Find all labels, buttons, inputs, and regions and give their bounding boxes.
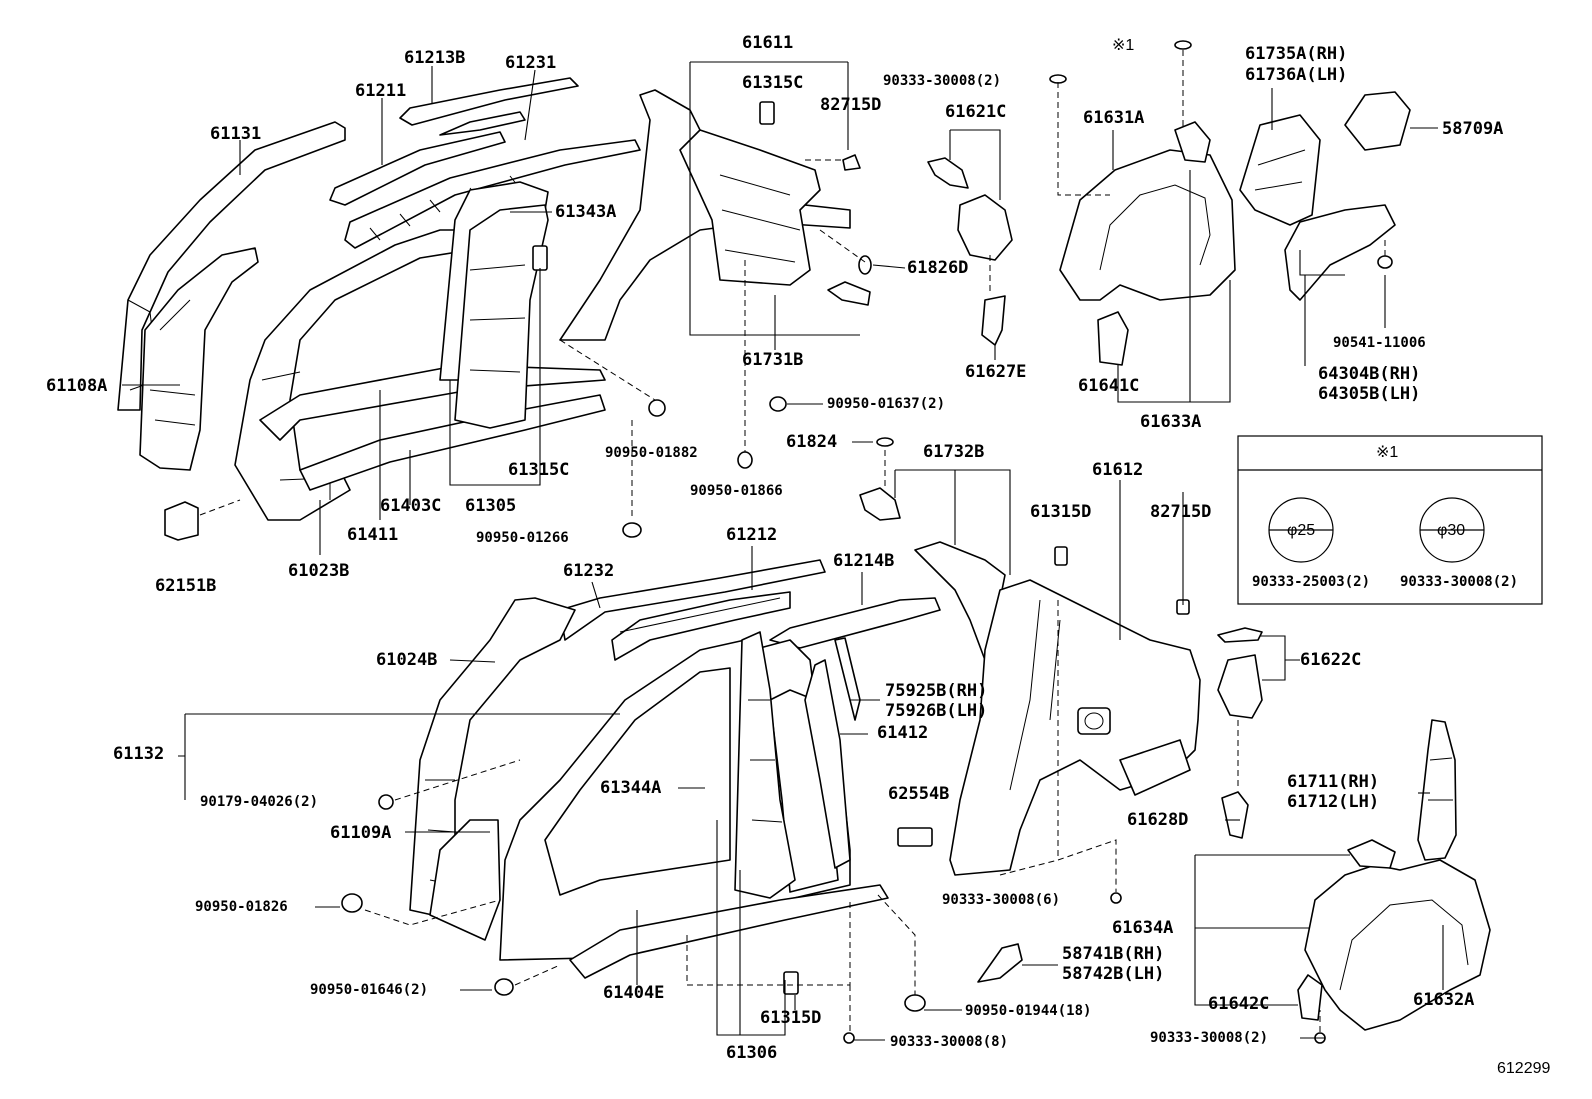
part-label-61306: 61306 — [726, 1043, 778, 1063]
part-label-90333-30008-8: 90333-30008(8) — [890, 1034, 1009, 1050]
reference-note-mark: ※1 — [1112, 37, 1135, 54]
part-label-61214b: 61214B — [833, 551, 895, 571]
part-label-61231: 61231 — [505, 53, 557, 73]
part-label-58741b-rh: 58741B(RH) — [1062, 944, 1165, 964]
part-label-61109a: 61109A — [330, 823, 392, 843]
part-label-90950-01944-18: 90950-01944(18) — [965, 1003, 1092, 1019]
part-label-61712-lh: 61712(LH) — [1287, 792, 1380, 812]
part-label-61628d: 61628D — [1127, 810, 1189, 830]
part-label-58709a: 58709A — [1442, 119, 1504, 139]
part-label-61403c: 61403C — [380, 496, 442, 516]
part-label-61711-rh: 61711(RH) — [1287, 772, 1380, 792]
lower-left-panels-drawing — [341, 559, 941, 1044]
part-label-82715d-mid: 82715D — [1150, 502, 1212, 522]
part-label-61211: 61211 — [355, 81, 407, 101]
part-label-90950-01646-2: 90950-01646(2) — [310, 982, 429, 998]
part-label-61404e: 61404E — [603, 983, 665, 1003]
part-label-62554b: 62554B — [888, 784, 950, 804]
part-label-61627e: 61627E — [965, 362, 1027, 382]
part-label-61633a: 61633A — [1140, 412, 1202, 432]
part-label-90950-01882: 90950-01882 — [605, 445, 698, 461]
part-label-61824: 61824 — [786, 432, 838, 452]
part-label-61213b: 61213B — [404, 48, 466, 68]
part-label-61412: 61412 — [877, 723, 929, 743]
part-label-61344a: 61344A — [600, 778, 662, 798]
part-label-61023b: 61023B — [288, 561, 350, 581]
part-label-61132: 61132 — [113, 744, 165, 764]
part-label-75926b-lh: 75926B(LH) — [885, 701, 988, 721]
part-label-90333-30008-6: 90333-30008(6) — [942, 892, 1061, 908]
part-label-75925b-rh: 75925B(RH) — [885, 681, 988, 701]
part-label-62151b: 62151B — [155, 576, 217, 596]
part-label-90541-11006: 90541-11006 — [1333, 335, 1426, 351]
part-label-90950-01866: 90950-01866 — [690, 483, 783, 499]
part-label-61612: 61612 — [1092, 460, 1144, 480]
part-label-61315d-top: 61315D — [1030, 502, 1092, 522]
part-label-61315d-bot: 61315D — [760, 1008, 822, 1028]
part-label-61611: 61611 — [742, 33, 794, 53]
part-label-61732b: 61732B — [923, 442, 985, 462]
diagram-reference-number: 612299 — [1497, 1060, 1551, 1077]
part-label-61212: 61212 — [726, 525, 778, 545]
part-label-61343a: 61343A — [555, 202, 617, 222]
part-label-61735a-rh: 61735A(RH) — [1245, 44, 1348, 64]
part-label-61411: 61411 — [347, 525, 399, 545]
part-label-82715d-top: 82715D — [820, 95, 882, 115]
part-label-90950-01637-2: 90950-01637(2) — [827, 396, 946, 412]
part-label-61131: 61131 — [210, 124, 262, 144]
part-label-61642c: 61642C — [1208, 994, 1270, 1014]
part-label-64305b-lh: 64305B(LH) — [1318, 384, 1421, 404]
part-label-61634a: 61634A — [1112, 918, 1174, 938]
inset-hole-b-size: φ30 — [1437, 522, 1466, 539]
part-label-58742b-lh: 58742B(LH) — [1062, 964, 1165, 984]
part-label-61305: 61305 — [465, 496, 517, 516]
part-label-61631a: 61631A — [1083, 108, 1145, 128]
part-label-61024b: 61024B — [376, 650, 438, 670]
inset-hole-a-size: φ25 — [1287, 522, 1316, 539]
inset-part-b: 90333-30008(2) — [1400, 574, 1519, 590]
lower-right-panels-drawing — [859, 487, 1491, 1044]
inset-part-a: 90333-25003(2) — [1252, 574, 1371, 590]
part-label-90179-04026-2: 90179-04026(2) — [200, 794, 319, 810]
upper-left-panels-drawing — [117, 77, 872, 541]
part-label-61232: 61232 — [563, 561, 615, 581]
inset-title: ※1 — [1376, 444, 1399, 461]
part-label-61731b: 61731B — [742, 350, 804, 370]
dashed-lines — [199, 50, 1386, 1032]
leader-lines — [122, 61, 1444, 1041]
part-label-64304b-rh: 64304B(RH) — [1318, 364, 1421, 384]
part-label-61641c: 61641C — [1078, 376, 1140, 396]
part-label-90950-01266: 90950-01266 — [476, 530, 569, 546]
part-label-90950-01826: 90950-01826 — [195, 899, 288, 915]
part-label-61621c: 61621C — [945, 102, 1007, 122]
part-label-61315c-top: 61315C — [742, 73, 804, 93]
part-label-90333-30008-2-bot: 90333-30008(2) — [1150, 1030, 1269, 1046]
inset-reference-box — [1237, 435, 1543, 605]
part-label-61315c-mid: 61315C — [508, 460, 570, 480]
upper-right-panels-drawing — [876, 40, 1411, 447]
part-label-90333-30008-2-top: 90333-30008(2) — [883, 73, 1002, 89]
part-label-61826d: 61826D — [907, 258, 969, 278]
part-label-61632a: 61632A — [1413, 990, 1475, 1010]
part-label-61108a: 61108A — [46, 376, 108, 396]
part-label-61736a-lh: 61736A(LH) — [1245, 65, 1348, 85]
part-label-61622c: 61622C — [1300, 650, 1362, 670]
